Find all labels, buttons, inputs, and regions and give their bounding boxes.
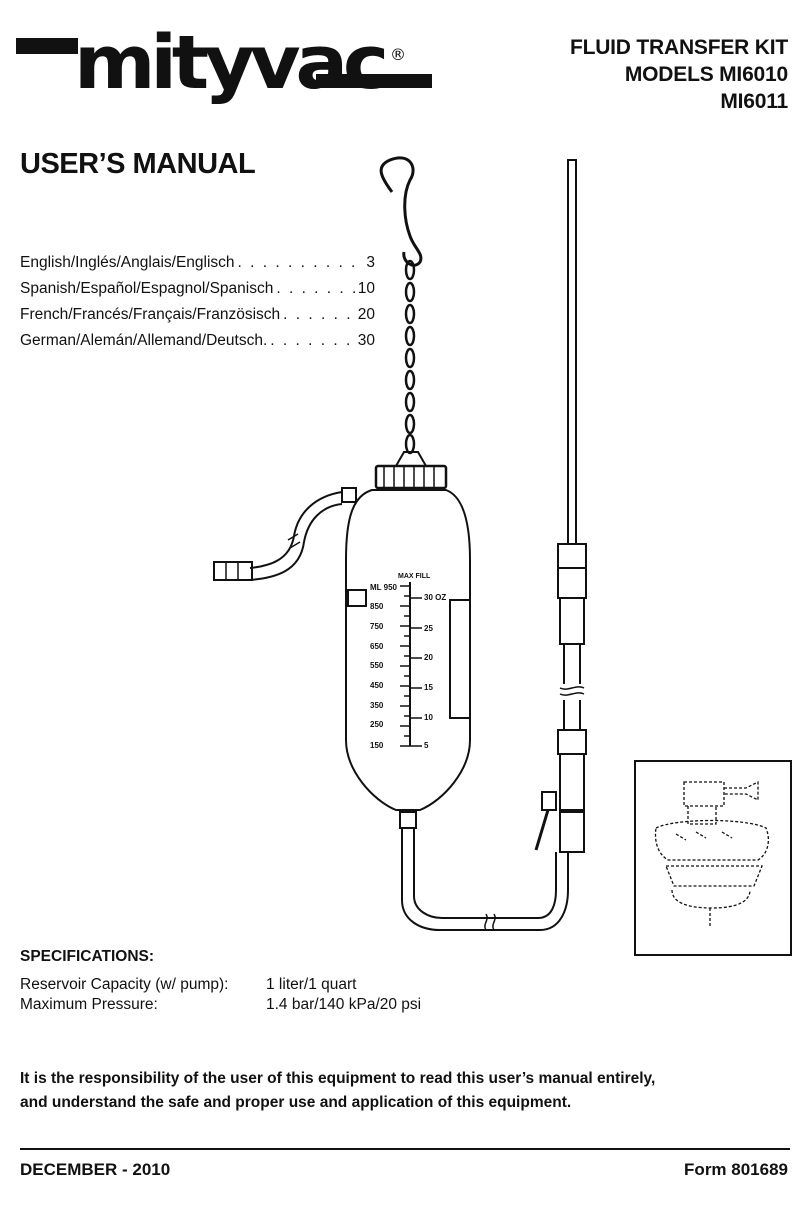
ml-tick-label: 450 xyxy=(370,681,384,690)
ml-tick-label: 550 xyxy=(370,661,384,670)
logo-left-bar xyxy=(16,38,78,54)
logo-wordmark: mityvac xyxy=(74,26,384,106)
hose-fitting xyxy=(341,487,357,503)
toc-row[interactable]: English/Inglés/Anglais/Englisch . . . . … xyxy=(20,254,375,280)
responsibility-warning: It is the responsibility of the user of … xyxy=(20,1067,780,1115)
spec-row: Maximum Pressure: 1.4 bar/140 kPa/20 psi xyxy=(20,996,421,1014)
toc-language: English/Inglés/Anglais/Englisch xyxy=(20,254,235,271)
toc-leader-dots: . . . . . . . . . . . . xyxy=(283,306,355,323)
spec-label: Reservoir Capacity (w/ pump): xyxy=(20,976,229,993)
toc-leader-dots: . . . . . . . . . . . . . xyxy=(270,332,354,349)
pump-detail-drawing xyxy=(654,780,769,926)
toc-page-number: 20 xyxy=(357,306,375,323)
models-line-1: MODELS MI6010 xyxy=(624,63,788,86)
page-title: USER’S MANUAL xyxy=(20,148,256,180)
warning-line-2: and understand the safe and proper use a… xyxy=(20,1094,572,1111)
hose-end-fitting xyxy=(213,561,253,581)
kit-title: FLUID TRANSFER KIT xyxy=(569,36,788,59)
oz-tick-label: 10 xyxy=(424,713,433,722)
footer-date: DECEMBER - 2010 xyxy=(20,1160,171,1179)
reservoir-cap xyxy=(374,464,448,490)
gauge-square xyxy=(347,589,367,607)
spec-label: Maximum Pressure: xyxy=(20,996,158,1013)
toc-page-number: 3 xyxy=(366,254,375,271)
oz-scale: 30 OZ 25 20 15 10 5 xyxy=(424,593,446,750)
toc-leader-dots: . . . . . . . . . . . . . . . . . . xyxy=(237,254,364,271)
upper-coupling xyxy=(557,543,587,569)
oz-tick-label: 20 xyxy=(424,653,433,662)
ml-tick-label: 350 xyxy=(370,701,384,710)
shutoff-valve xyxy=(541,791,557,811)
oz-tick-label: 15 xyxy=(424,683,433,692)
specifications-heading: SPECIFICATIONS: xyxy=(20,948,155,965)
gauge-ticks xyxy=(400,585,422,747)
lower-coupling xyxy=(557,729,587,755)
gauge-window xyxy=(449,599,471,719)
ml-tick-label: 250 xyxy=(370,720,384,729)
models-line-2: MI6011 xyxy=(720,90,788,113)
bottom-hose xyxy=(401,828,569,931)
toc-language: Spanish/Español/Espagnol/Spanisch xyxy=(20,280,274,297)
toc-page-number: 10 xyxy=(357,280,375,297)
ml-scale: ML 950 850 750 650 550 450 350 250 150 xyxy=(370,583,398,750)
toc-row[interactable]: Spanish/Español/Espagnol/Spanisch . . . … xyxy=(20,280,375,306)
oz-tick-label: 5 xyxy=(424,741,429,750)
toc-row[interactable]: French/Francés/Français/Französisch . . … xyxy=(20,306,375,332)
toc-row[interactable]: German/Alemán/Allemand/Deutsch. . . . . … xyxy=(20,332,375,358)
header-title-block: FLUID TRANSFER KIT MODELS MI6010 MI6011 xyxy=(570,34,788,115)
pump-detail-inset xyxy=(634,760,792,956)
chain xyxy=(404,259,416,455)
toc-page-number: 30 xyxy=(357,332,375,349)
toc-language: German/Alemán/Allemand/Deutsch. xyxy=(20,332,268,349)
ml-tick-label: 650 xyxy=(370,642,384,651)
footer-divider xyxy=(20,1148,790,1150)
warning-line-1: It is the responsibility of the user of … xyxy=(20,1070,656,1087)
footer-form-number: Form 801689 xyxy=(684,1160,788,1179)
language-toc: English/Inglés/Anglais/Englisch . . . . … xyxy=(20,254,375,358)
toc-leader-dots: . . . . . . . . . . . . . xyxy=(276,280,354,297)
reservoir-bottle xyxy=(345,489,471,811)
ml-tick-label: 750 xyxy=(370,622,384,631)
fluid-transfer-kit-illustration: MAX FILL ML 950 850 750 650 550 450 350 … xyxy=(213,156,587,931)
oz-tick-label: 30 OZ xyxy=(424,593,446,602)
mityvac-logo: mityvac ® xyxy=(16,26,432,106)
spec-value: 1.4 bar/140 kPa/20 psi xyxy=(266,996,422,1013)
ml-tick-label: ML 950 xyxy=(370,583,398,592)
ml-tick-label: 150 xyxy=(370,741,384,750)
bottom-outlet xyxy=(399,811,417,829)
hanging-hook xyxy=(379,156,423,267)
spec-value: 1 liter/1 quart xyxy=(266,976,357,993)
oz-tick-label: 25 xyxy=(424,624,433,633)
max-fill-label: MAX FILL xyxy=(398,573,431,580)
registered-mark: ® xyxy=(390,45,406,64)
ml-tick-label: 850 xyxy=(370,602,384,611)
extension-tube xyxy=(567,159,577,545)
spec-row: Reservoir Capacity (w/ pump): 1 liter/1 q… xyxy=(20,976,356,994)
toc-language: French/Francés/Français/Französisch xyxy=(20,306,281,323)
logo-underline-bar xyxy=(316,74,432,88)
